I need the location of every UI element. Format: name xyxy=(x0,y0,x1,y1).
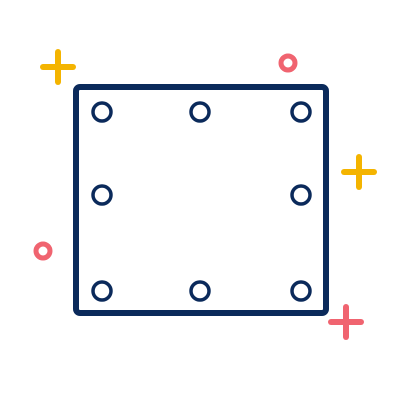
handle-middle-left xyxy=(91,184,113,206)
sparkle-ring-top-right xyxy=(278,53,298,73)
sparkle-ring-left xyxy=(33,241,53,261)
handle-top-right xyxy=(290,101,312,123)
handles-group xyxy=(91,101,312,302)
sparkle-plus-bottom-right xyxy=(328,304,364,340)
selection-frame xyxy=(73,84,329,316)
handle-top-center xyxy=(189,101,211,123)
handle-top-left xyxy=(91,101,113,123)
handle-bottom-left xyxy=(91,280,113,302)
handle-bottom-right xyxy=(290,280,312,302)
sparkle-plus-right xyxy=(341,154,377,190)
sparkle-plus-top-left xyxy=(40,49,76,85)
handle-bottom-center xyxy=(189,280,211,302)
handle-middle-right xyxy=(290,184,312,206)
